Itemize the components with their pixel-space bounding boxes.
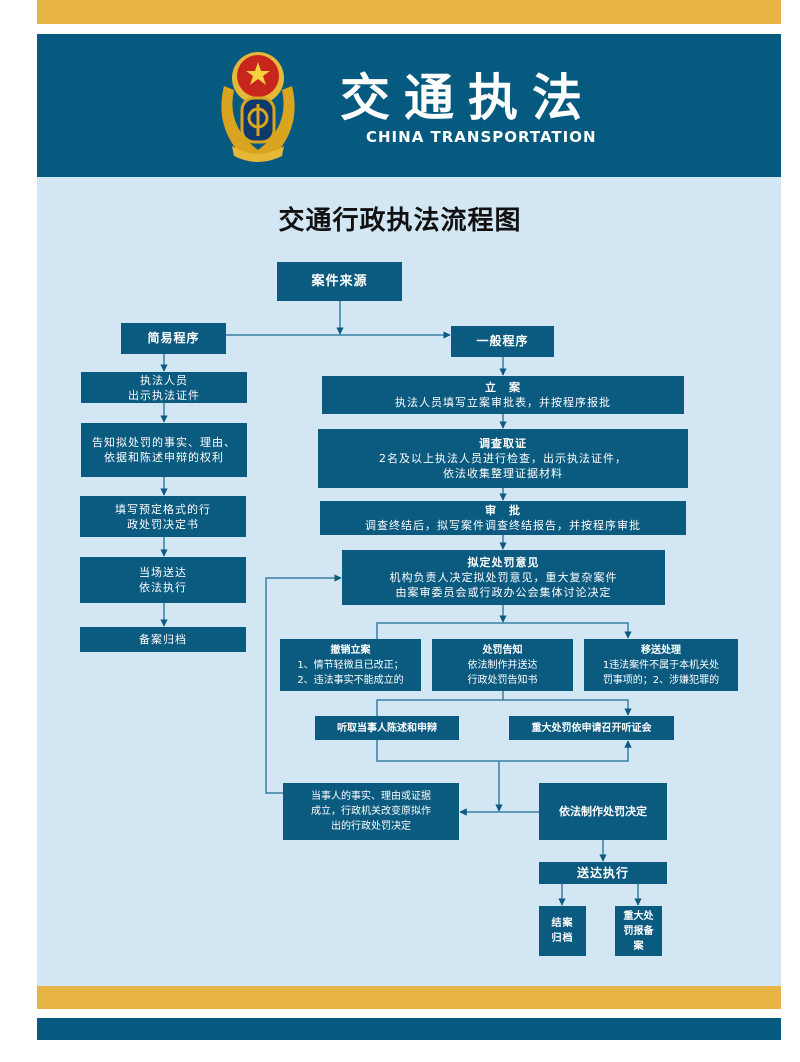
node-label: 送达执行 xyxy=(576,865,629,880)
node-label: 重大处罚依申请召开听证会 xyxy=(531,722,652,734)
flowchart-title: 交通行政执法流程图 xyxy=(278,206,522,236)
node-simple-procedure: 简易程序 xyxy=(121,323,226,354)
node-label: 案件来源 xyxy=(311,274,368,289)
node-penalty-notice: 处罚告知依法制作并送达行政处罚告知书 xyxy=(432,639,573,691)
node-hear-statement: 听取当事人陈述和申辩 xyxy=(315,716,459,740)
node-line: 2名及以上执法人员进行检查，出示执法证件， xyxy=(379,452,627,465)
node-label: 依法制作处罚决定 xyxy=(559,805,647,818)
node-title: 审 批 xyxy=(485,504,521,517)
node-line: 重大处 xyxy=(623,910,654,922)
node-label: 一般程序 xyxy=(476,334,529,348)
node-line: 当事人的事实、理由或证据 xyxy=(311,791,431,802)
node-title: 移送处理 xyxy=(641,644,681,656)
node-line: 政处罚决定书 xyxy=(127,517,199,531)
node-close-case: 结案归档 xyxy=(539,906,586,956)
node-line: 执法人员 xyxy=(140,373,188,387)
node-title: 处罚告知 xyxy=(482,644,523,656)
node-file-case: 立 案执法人员填写立案审批表，并按程序报批 xyxy=(322,376,684,414)
header-banner xyxy=(37,34,781,177)
node-deliver-execute: 当场送达依法执行 xyxy=(80,557,246,603)
node-line: 出示执法证件 xyxy=(128,388,200,402)
node-make-decision: 依法制作处罚决定 xyxy=(539,783,667,840)
node-line: 成立，行政机关改变原拟作 xyxy=(311,806,431,817)
node-line: 罚事项的；2、涉嫌犯罪的 xyxy=(602,674,720,686)
node-transfer: 移送处理 1违法案件不属于本机关处罚事项的；2、涉嫌犯罪的 xyxy=(584,639,738,691)
node-line: 告知拟处罚的事实、理由、 xyxy=(92,436,236,449)
node-investigation: 调查取证 2名及以上执法人员进行检查，出示执法证件， 依法收集整理证据材料 xyxy=(318,429,688,488)
node-show-credentials: 执法人员出示执法证件 xyxy=(81,372,247,403)
node-title: 立 案 xyxy=(485,381,521,394)
node-line: 1违法案件不属于本机关处 xyxy=(602,659,720,671)
node-major-penalty-filing: 重大处罚报备案 xyxy=(615,906,662,956)
node-line: 依法收集整理证据材料 xyxy=(443,467,563,480)
node-line: 归档 xyxy=(551,933,574,944)
node-line: 2、违法事实不能成立的 xyxy=(297,674,404,686)
top-gold-band xyxy=(37,0,781,24)
bottom-navy-band xyxy=(37,1018,781,1040)
node-case-source: 案件来源 xyxy=(277,262,402,301)
node-line: 1、情节轻微且已改正； xyxy=(297,659,404,671)
node-line: 调查终结后，拟写案件调查终结报告，并按程序审批 xyxy=(365,519,641,532)
node-line: 依据和陈述申辩的权利 xyxy=(104,451,224,464)
emblem-logo xyxy=(221,52,295,162)
node-title: 拟定处罚意见 xyxy=(467,556,540,569)
node-line: 机构负责人决定拟处罚意见，重大复杂案件 xyxy=(389,571,618,584)
node-label: 简易程序 xyxy=(147,331,200,345)
node-draft-penalty: 拟定处罚意见机构负责人决定拟处罚意见，重大复杂案件由案审委员会或行政办公会集体讨… xyxy=(342,550,665,605)
node-fill-decision: 填写预定格式的行政处罚决定书 xyxy=(80,496,246,537)
node-change-decision: 当事人的事实、理由或证据成立，行政机关改变原拟作出的行政处罚决定 xyxy=(283,783,459,840)
node-archive: 备案归档 xyxy=(80,627,246,652)
node-line: 填写预定格式的行 xyxy=(115,502,211,516)
node-line: 罚报备 xyxy=(623,925,654,937)
node-label: 听取当事人陈述和申辩 xyxy=(337,722,437,734)
bottom-gold-band xyxy=(37,986,781,1009)
node-line: 行政处罚告知书 xyxy=(467,674,538,686)
node-notify-rights: 告知拟处罚的事实、理由、依据和陈述申辩的权利 xyxy=(81,423,247,477)
node-line: 结案 xyxy=(551,918,574,929)
node-title: 调查取证 xyxy=(479,437,527,450)
node-line: 执法人员填写立案审批表，并按程序报批 xyxy=(395,396,611,409)
node-line: 出的行政处罚决定 xyxy=(331,821,411,832)
header-subtitle: CHINA TRANSPORTATION xyxy=(366,128,597,146)
node-title: 撤销立案 xyxy=(330,644,371,656)
node-cancel-case: 撤销立案 1、情节轻微且已改正； 2、违法事实不能成立的 xyxy=(280,639,421,691)
header-title: 交通执法 xyxy=(340,69,596,127)
node-approval: 审 批调查终结后，拟写案件调查终结报告，并按程序审批 xyxy=(320,501,686,535)
node-line: 依法执行 xyxy=(139,581,187,594)
node-line: 由案审委员会或行政办公会集体讨论决定 xyxy=(395,586,612,599)
node-line: 当场送达 xyxy=(139,566,187,579)
node-line: 案 xyxy=(633,940,644,952)
node-line: 依法制作并送达 xyxy=(467,659,538,671)
node-general-procedure: 一般程序 xyxy=(451,326,554,357)
node-deliver: 送达执行 xyxy=(539,862,667,884)
node-label: 备案归档 xyxy=(139,633,187,646)
node-hearing: 重大处罚依申请召开听证会 xyxy=(509,716,674,740)
